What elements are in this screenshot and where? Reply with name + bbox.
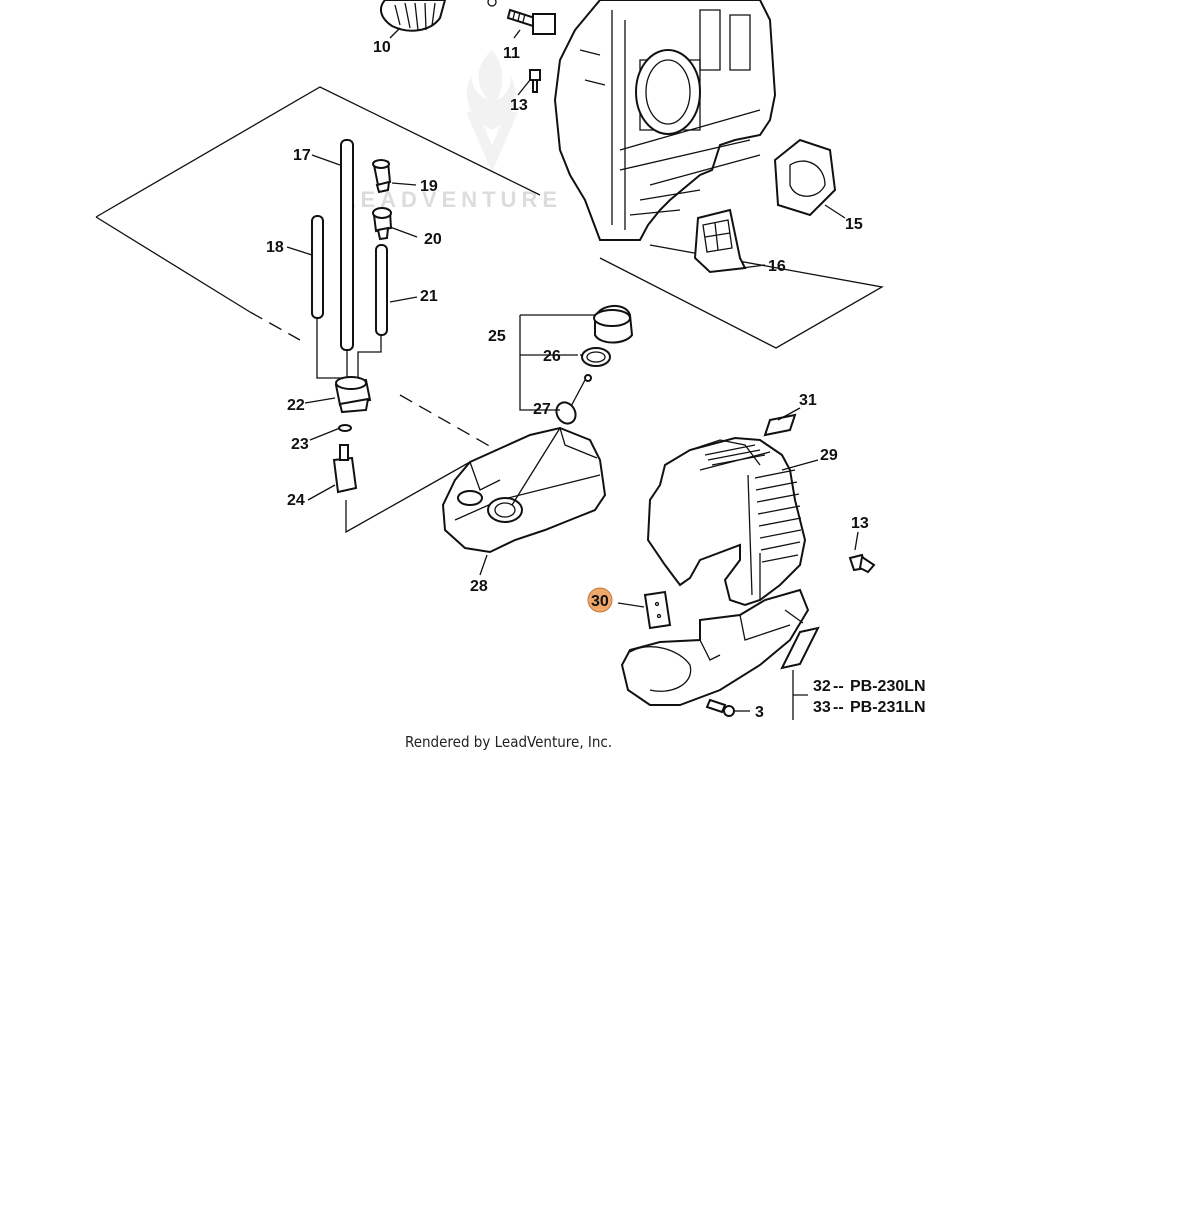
cap-set-bracket [519,314,595,411]
label-part-15: 15 [845,216,863,233]
label-part-25: 25 [488,328,506,345]
label-part-19: 19 [420,178,438,195]
label-part-29: 29 [820,447,838,464]
screw-lower [848,553,876,574]
label-part-17: 17 [293,147,311,164]
render-credit: Rendered by LeadVenture, Inc. [405,733,612,751]
pipe-bracket-lines [316,318,382,379]
variant-row-33: 33 -- PB-231LN [813,699,926,716]
label-part-13-lower: 13 [851,515,869,532]
tank-link-line [345,461,471,534]
variant-number: 33 [813,699,831,716]
label-part-22: 22 [287,397,305,414]
fan-impeller [379,0,497,32]
label-part-30: 30 [591,593,609,610]
label-part-16: 16 [768,258,786,275]
label-part-3: 3 [755,704,764,721]
label-part-23: 23 [291,436,309,453]
variant-model: PB-230LN [850,678,926,695]
engine-cover [646,436,807,607]
rubber-pad [643,590,672,630]
label-part-31: 31 [799,392,817,409]
nozzle-fitting [506,8,556,35]
label-part-10: 10 [373,39,391,56]
label-part-20: 20 [424,231,442,248]
tank-grommet [334,376,372,414]
fuel-filter-20 [372,207,393,241]
watermark-text: LEADVENTURE [342,187,562,212]
assembly-boundary [95,86,884,453]
fuel-filter-24 [332,444,358,494]
label-part-11: 11 [503,45,520,62]
small-o-ring [338,424,352,432]
back-frame-housing [553,0,777,241]
fuel-strainer [555,374,592,425]
label-part-26: 26 [543,348,561,365]
model-label [780,626,820,670]
label-part-27: 27 [533,401,551,418]
watermark-logo [466,50,518,172]
label-part-18: 18 [266,239,284,256]
highlighted-part-30[interactable]: 30 [587,587,613,613]
screw-top [529,69,541,93]
label-part-21: 21 [420,288,438,305]
cap-gasket [581,347,611,367]
variant-model: PB-231LN [850,699,926,716]
label-part-28: 28 [470,578,488,595]
screw-3 [705,698,735,717]
label-part-13-top: 13 [510,97,528,114]
label-part-24: 24 [287,492,305,509]
clip-bracket [693,208,747,274]
leader-lines [286,27,859,720]
fuel-filter-19 [372,159,392,194]
strainer-hose-line [511,427,561,506]
variant-sep: -- [833,678,844,695]
lower-cover [620,588,810,706]
fuel-cap [593,305,634,344]
variant-row-32: 32 -- PB-230LN [813,678,926,695]
variant-number: 32 [813,678,831,695]
fuel-tank [441,426,607,554]
foam-pad [773,138,837,217]
variant-sep: -- [833,699,844,716]
small-label [763,413,797,437]
